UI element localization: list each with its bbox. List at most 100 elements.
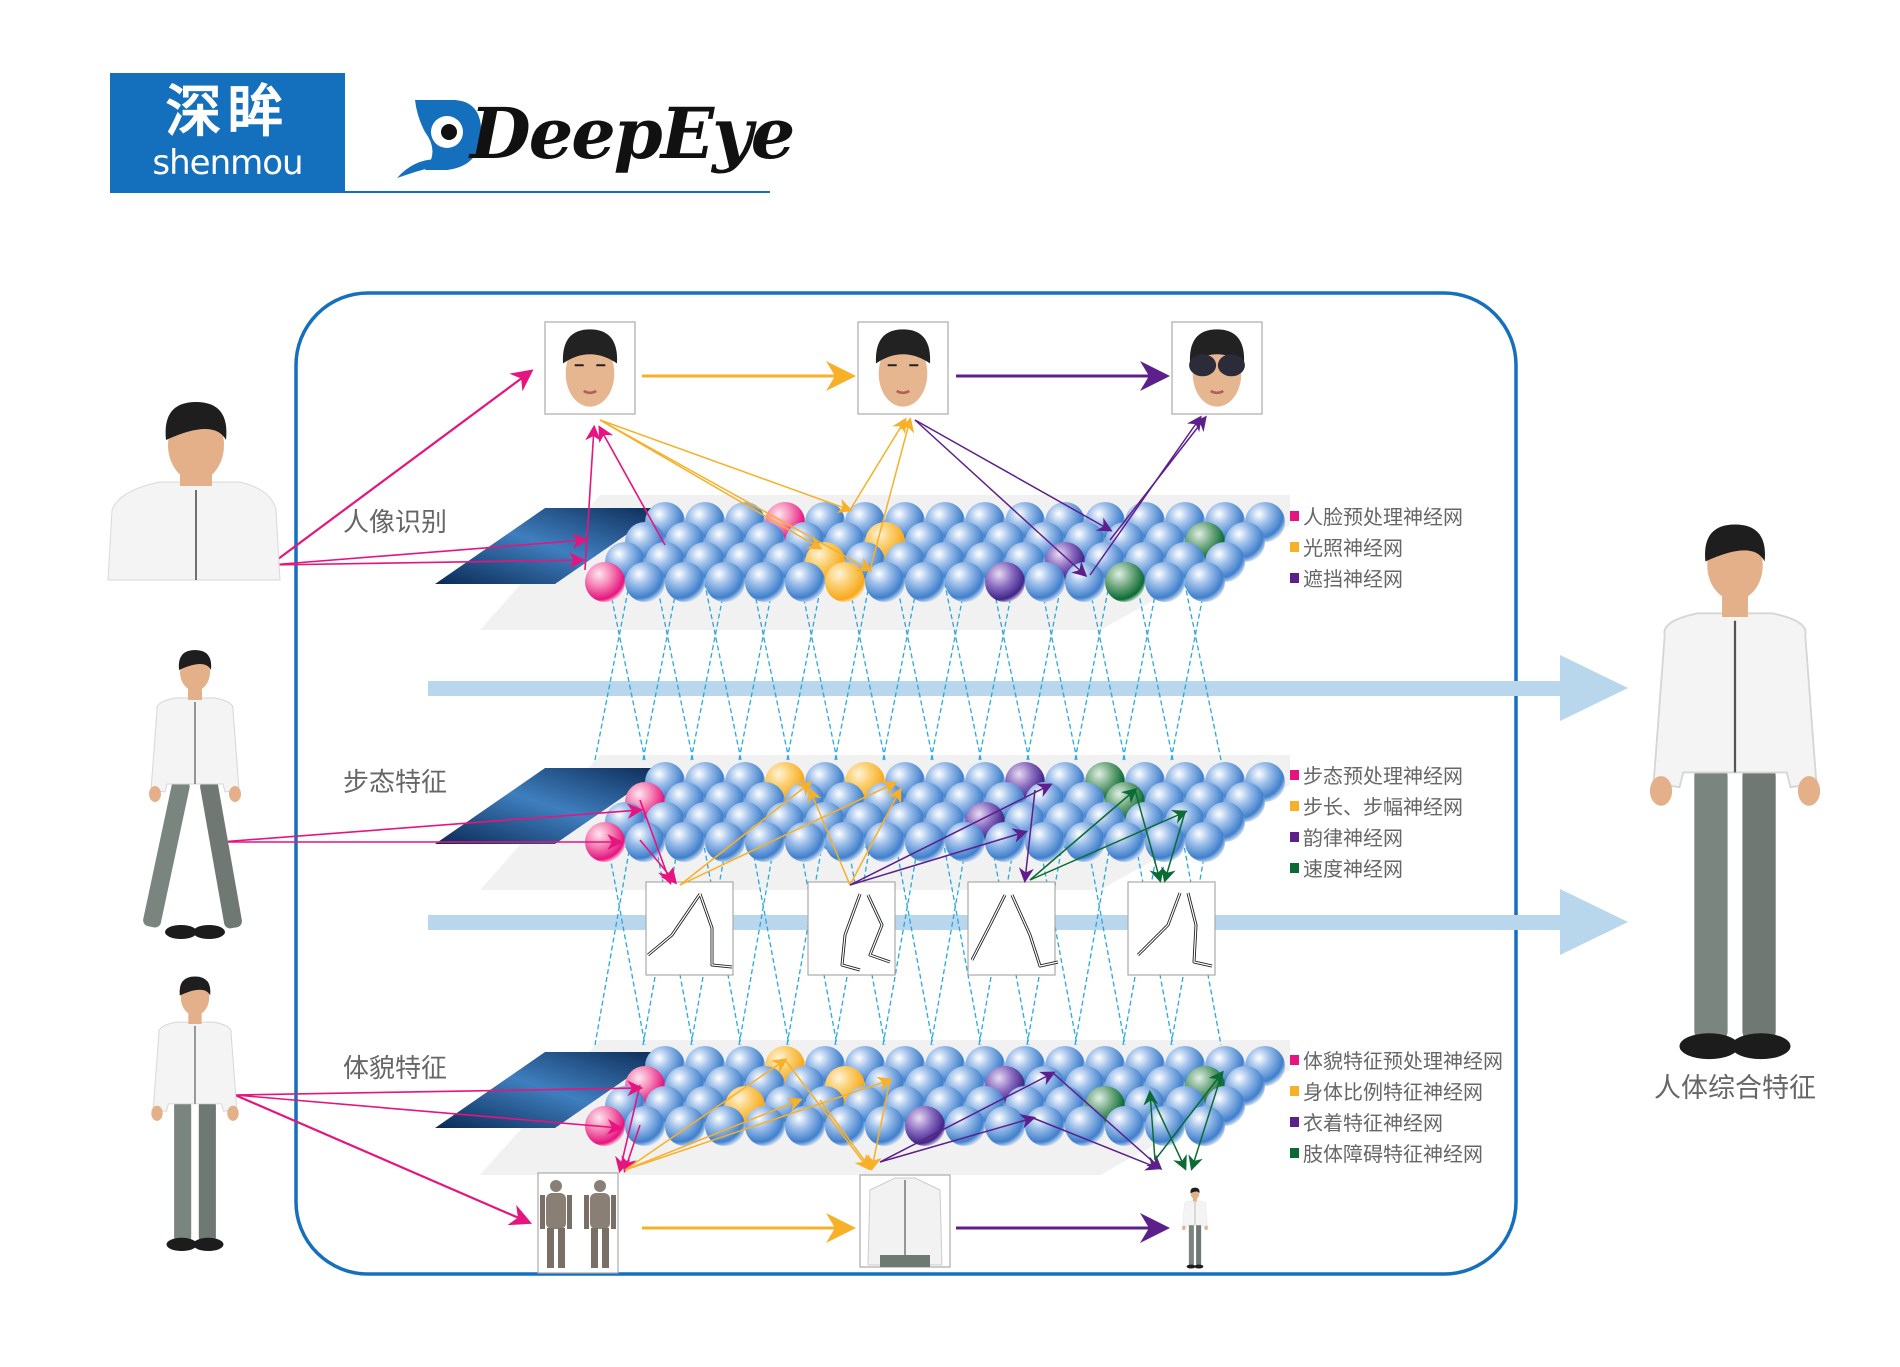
neuron-sphere [745,562,785,602]
magenta-swatch-icon [1290,769,1299,780]
net-arrow [679,781,813,886]
anatomy-head [550,1180,562,1192]
hair [1705,524,1765,562]
neuron-sphere-orange [825,562,865,602]
net-arrow [1161,811,1186,883]
leg [1196,1224,1202,1266]
anatomy-leg [602,1228,609,1268]
connection-line [1074,838,1115,1046]
purple-swatch-icon [1290,572,1299,583]
hair [179,976,211,996]
legend-item: 身体比例特征神经网 [1290,1075,1503,1106]
legend-text: 身体比例特征神经网 [1303,1080,1483,1104]
anatomy-arm [567,1195,572,1229]
input-arrow [269,369,534,566]
orange-swatch-icon [1290,1085,1299,1096]
legend-body: 体貌特征预处理神经网 身体比例特征神经网 衣着特征神经网 肢体障碍特征神经网 [1290,1044,1503,1168]
legend-item: 速度神经网 [1290,852,1463,883]
neuron-sphere [745,1106,785,1146]
mouth [1210,389,1224,395]
gait-pose-thumbnail [807,881,896,976]
legend-text: 衣着特征神经网 [1303,1111,1443,1135]
result-label: 人体综合特征 [1654,1073,1816,1104]
shoe [193,925,225,939]
legend-item: 肢体障碍特征神经网 [1290,1137,1503,1168]
deepeye-eye-icon [397,100,482,178]
net-arrow [849,828,1028,886]
connection-line [738,838,779,1046]
layer-label-body: 体貌特征 [343,1054,448,1084]
connection-line [942,839,982,1046]
net-arrow [784,1059,870,1171]
net-arrow [621,1124,641,1174]
input-arrow [269,552,586,569]
neuron-sphere [945,562,985,602]
legend-item: 韵律神经网 [1290,821,1463,852]
anatomy-leg [591,1228,598,1268]
neuron-sphere [905,562,945,602]
logo-chinese-text: 深眸 [165,80,290,145]
neuron-sphere [1105,1106,1145,1146]
legend-item: 衣着特征神经网 [1290,1106,1503,1137]
net-arrow [639,839,678,885]
thumbnail-frame [645,881,734,976]
net-arrow [599,419,823,550]
orange-swatch-icon [1290,800,1299,811]
neuron-sphere [625,822,665,862]
legend-item: 步态预处理神经网 [1290,759,1463,790]
face-thumbnail-raw [544,321,636,415]
shoe [1194,1264,1204,1269]
anatomy-torso [590,1193,610,1229]
input-arrow [234,1080,644,1097]
neuron-sphere [825,1106,865,1146]
mouth [583,389,597,395]
green-swatch-icon [1290,862,1299,873]
net-arrow [869,417,915,571]
green-swatch-icon [1290,1147,1299,1158]
leg [1694,765,1728,1043]
hand [1649,776,1673,806]
legend-item: 步长、步幅神经网 [1290,790,1463,821]
anatomy-arm [584,1195,589,1229]
leg-skeleton-inner [971,894,1059,967]
deepeye-wordmark: DeepEye [470,92,795,175]
input-texture-panel [435,508,665,584]
neuron-sphere [1105,822,1145,862]
legend-text: 体貌特征预处理神经网 [1303,1049,1503,1073]
neuron-sphere [865,822,905,862]
hand [151,1105,163,1121]
input-standing-person [151,976,239,1252]
shoe [1186,1264,1196,1269]
sunglasses-icon [1217,354,1245,377]
legend-text: 人脸预处理神经网 [1303,505,1463,529]
leg [198,1100,216,1243]
result-person-full [1649,524,1821,1060]
face-skin [565,340,615,407]
header-underline [345,191,770,193]
connection-line [786,838,827,1046]
shoe [166,1237,197,1252]
neuron-sphere [625,1106,665,1146]
neuron-sphere [1025,1106,1065,1146]
net-arrow [879,1071,1056,1163]
net-arrow [1018,789,1036,883]
face-thumbnail-occluded [1171,321,1263,415]
anatomy-arm [540,1195,545,1229]
gait-pose-thumbnail [967,881,1059,976]
neuron-sphere [665,822,705,862]
connection-line [894,839,934,1046]
purple-swatch-icon [1290,831,1299,842]
magenta-swatch-icon [1290,510,1299,521]
anatomy-head [594,1180,606,1192]
neuron-sphere [1025,562,1065,602]
neuron-sphere-purple [905,1106,945,1146]
neuron-sphere [945,1106,985,1146]
thumbnail-frame [1127,881,1216,976]
hand [149,786,161,802]
net-arrow [849,417,907,511]
network-container [294,291,1518,1276]
neuron-sphere [865,562,905,602]
anatomy-leg [558,1228,565,1268]
neuron-sphere [905,822,945,862]
anatomy-arm [611,1195,616,1229]
